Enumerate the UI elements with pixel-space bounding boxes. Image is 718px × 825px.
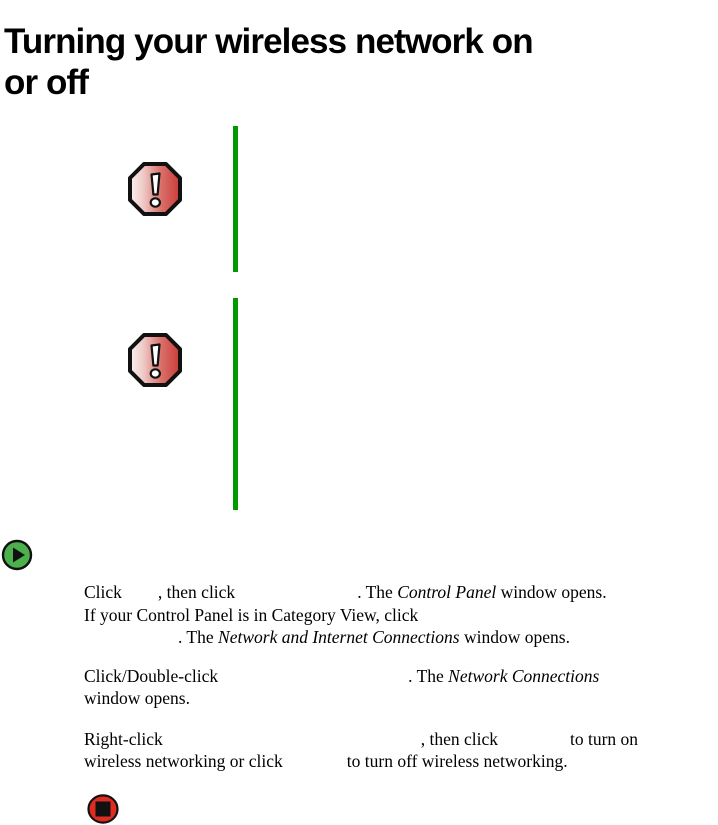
note-text	[258, 300, 710, 510]
ui-label-placeholder	[498, 744, 570, 745]
list-item: Click/Double-click. The Network Connecti…	[84, 665, 718, 710]
ui-label-placeholder	[235, 597, 357, 598]
window-name: Network Connections	[448, 665, 600, 686]
step-text: Click/Double-click. The Network Connecti…	[84, 665, 718, 710]
note-text	[258, 128, 710, 272]
play-circle-icon	[1, 539, 33, 571]
warning-octagon-icon	[127, 161, 183, 217]
window-name: Network and Internet Connections	[218, 627, 460, 647]
step-text: Click, then click. The Control Panel win…	[84, 581, 718, 649]
step-line: window opens.	[84, 688, 190, 708]
ui-label-placeholder	[283, 766, 347, 767]
step-line: Click, then click. The Control Panel win…	[84, 582, 607, 602]
note-block	[0, 126, 718, 274]
procedure-steps: Click, then click. The Control Panel win…	[84, 581, 718, 787]
ui-label-placeholder	[122, 597, 158, 598]
ui-label-placeholder	[218, 681, 408, 682]
note-accent-rule	[233, 298, 238, 510]
warning-octagon-icon	[127, 332, 183, 388]
stop-circle-icon	[87, 794, 119, 824]
page-title: Turning your wireless network on or off	[4, 22, 534, 103]
ui-label-placeholder	[84, 642, 178, 643]
window-name: Control Panel	[397, 582, 497, 602]
step-line: If your Control Panel is in Category Vie…	[84, 604, 419, 625]
list-item: Click, then click. The Control Panel win…	[84, 581, 718, 649]
ui-label-placeholder	[163, 744, 421, 745]
step-line: . The Network and Internet Connections w…	[84, 626, 718, 649]
note-block	[0, 298, 718, 511]
note-accent-rule	[233, 126, 238, 272]
step-line: Click/Double-click. The Network Connecti…	[84, 665, 600, 686]
